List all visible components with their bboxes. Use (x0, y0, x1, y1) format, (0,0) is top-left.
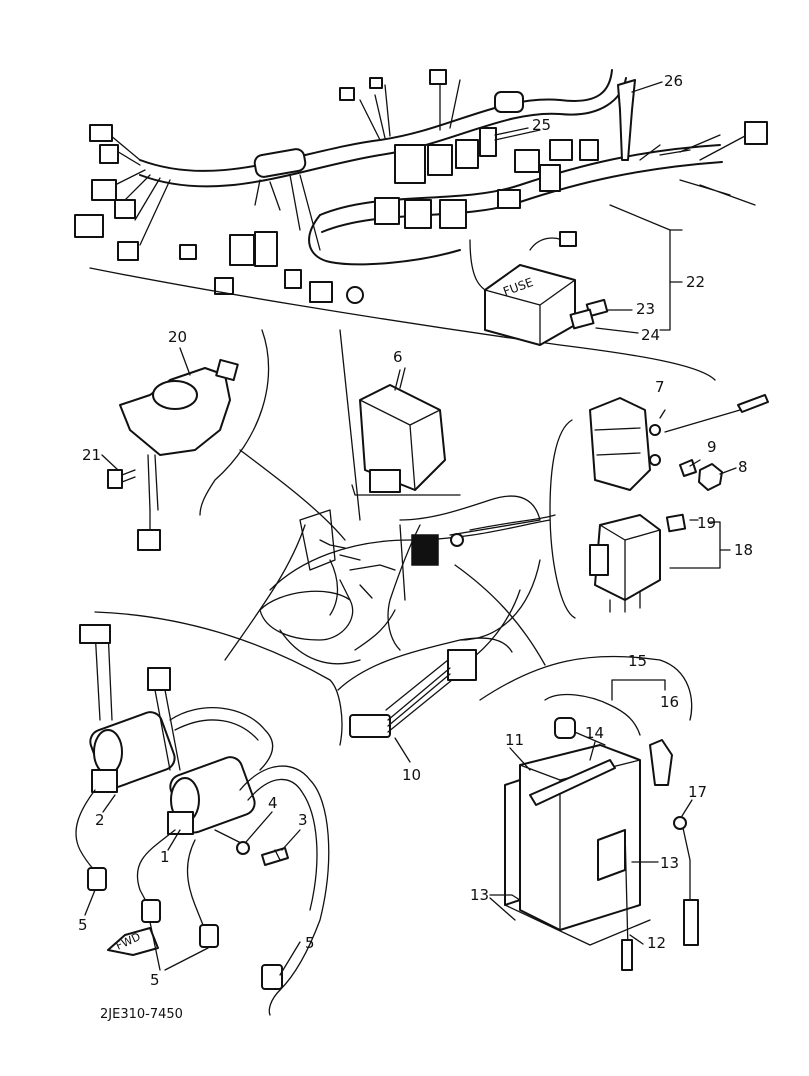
wire-harness (74, 69, 768, 381)
label-21: 21 (82, 446, 101, 464)
label-5a: 5 (78, 916, 88, 934)
fuse-box: FUSE (484, 264, 576, 346)
label-8: 8 (738, 458, 748, 476)
starter-relay (589, 394, 769, 491)
igniter-unit (359, 369, 446, 493)
frame-outline (259, 495, 551, 665)
plug-cap-5 (75, 789, 283, 1016)
label-1: 1 (160, 848, 170, 866)
sub-harness-10 (349, 649, 477, 738)
harness-connectors (74, 69, 768, 304)
label-24: 24 (641, 326, 660, 344)
nut-8 (698, 463, 723, 491)
label-17: 17 (688, 783, 707, 801)
label-7: 7 (655, 378, 665, 396)
relay-19 (665, 513, 687, 533)
label-16: 16 (660, 693, 679, 711)
label-9: 9 (707, 438, 717, 456)
cover-16 (649, 739, 673, 786)
label-12: 12 (647, 934, 666, 952)
label-25: 25 (532, 116, 551, 134)
label-10: 10 (402, 766, 421, 784)
label-20: 20 (168, 328, 187, 346)
washer-9 (679, 459, 697, 477)
label-6: 6 (393, 348, 403, 366)
screw-21 (107, 469, 136, 489)
label-11: 11 (505, 731, 524, 749)
drawing-code: 2JE310-7450 (100, 1007, 183, 1022)
label-23: 23 (636, 300, 655, 318)
fwd-arrow: FWD (107, 927, 159, 956)
label-5b: 5 (150, 971, 160, 989)
label-22: 22 (686, 273, 705, 291)
relay-assembly (589, 514, 661, 613)
label-5c: 5 (305, 934, 315, 952)
label-2: 2 (95, 811, 105, 829)
fuse-24 (569, 308, 595, 330)
cable-17 (673, 816, 699, 946)
label-15: 15 (628, 652, 647, 670)
label-3: 3 (298, 811, 308, 829)
washer-4 (236, 841, 250, 855)
band-clamp (617, 79, 663, 161)
breather-pipe-15 (544, 693, 641, 739)
label-13b: 13 (660, 854, 679, 872)
part-number-labels: 1 2 3 4 5 5 5 6 7 8 9 10 11 12 13 13 14 … (78, 72, 753, 989)
label-26: 26 (664, 72, 683, 90)
label-13a: 13 (470, 886, 489, 904)
ignition-coil-2 (89, 711, 176, 793)
label-18: 18 (734, 541, 753, 559)
ignition-coil-1 (167, 756, 256, 835)
bolt-3 (261, 847, 289, 866)
label-14: 14 (585, 724, 604, 742)
label-4: 4 (268, 794, 278, 812)
main-switch (119, 358, 239, 551)
label-19: 19 (697, 514, 716, 532)
